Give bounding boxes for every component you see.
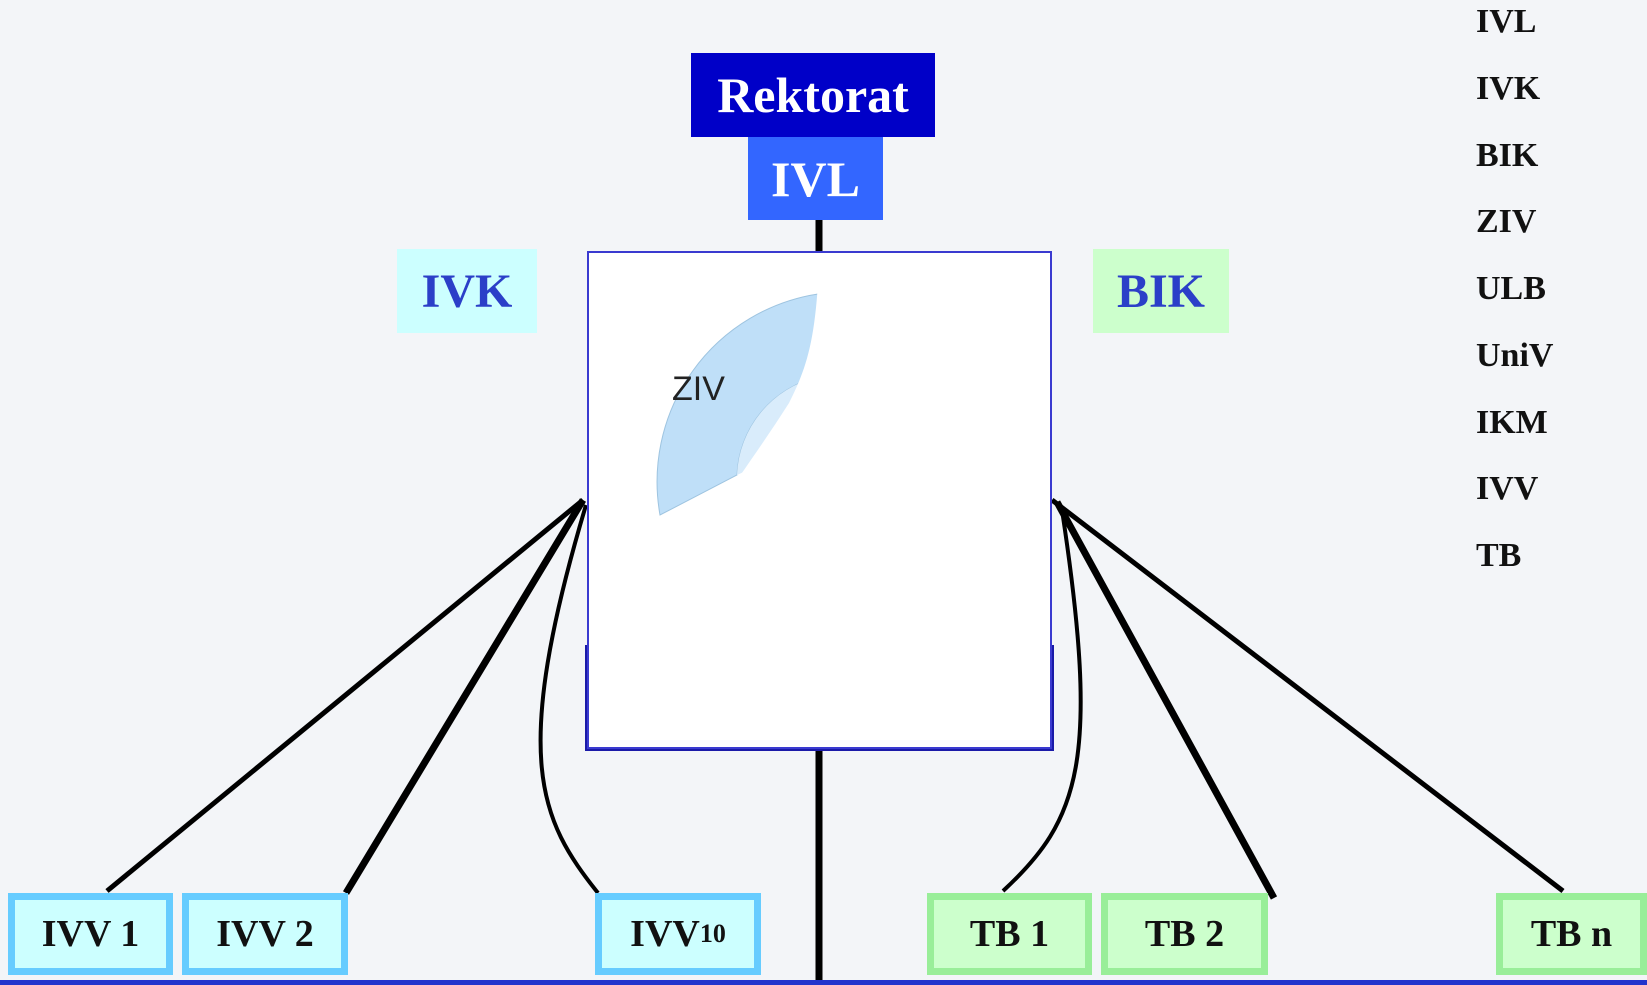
legend-item-ikm: IKM [1476,404,1548,441]
ivl-box: IVL [748,137,883,220]
bik-label: BIK [1116,264,1206,318]
connector-ivv1 [105,498,585,893]
legend-item-ivl: IVL [1476,3,1537,40]
legend-item-tb: TB [1476,537,1522,574]
tb2-box: TB 2 [1101,893,1268,975]
ivl-label: IVL [771,150,860,207]
rektorat-box: Rektorat [691,53,935,137]
ivv2-label: IVV 2 [216,913,314,955]
tb1-label: TB 1 [969,913,1050,955]
ivv1-label: IVV 1 [41,913,140,955]
legend-item-ivv: IVV [1476,470,1539,507]
tbn-box: TB n [1496,893,1647,975]
legend-item-univ: UniV [1476,337,1554,374]
tb2-label: TB 2 [1144,913,1225,955]
bik-box: BIK [1093,249,1229,333]
center-panel [587,251,1052,749]
tbn-label: TB n [1530,913,1613,955]
ivk-label: IVK [421,264,513,318]
ziv-ring-label: ZIV [672,370,725,408]
ivv2-box: IVV 2 [182,893,348,975]
legend-item-ziv: ZIV [1476,203,1537,240]
rektorat-label: Rektorat [717,67,909,123]
legend-item-ulb: ULB [1476,270,1546,307]
ivv10-label: IVV [630,913,700,955]
connector-ivv10 [538,504,600,895]
connector-tb2 [1053,500,1278,900]
ziv-ring-graphic [656,283,1008,597]
legend-item-ivk: IVK [1476,70,1541,107]
ivk-box: IVK [397,249,537,333]
bottom-rule [0,980,1647,985]
connector-ivv2 [343,498,586,895]
center-blank-overlay [689,283,1008,597]
connector-tb1 [1001,509,1083,893]
ivv1-box: IVV 1 [8,893,173,975]
tb1-box: TB 1 [927,893,1092,975]
legend-item-bik: BIK [1476,137,1539,174]
connector-tb-n [1050,498,1565,893]
ivv10-subscript: 10 [699,919,726,948]
